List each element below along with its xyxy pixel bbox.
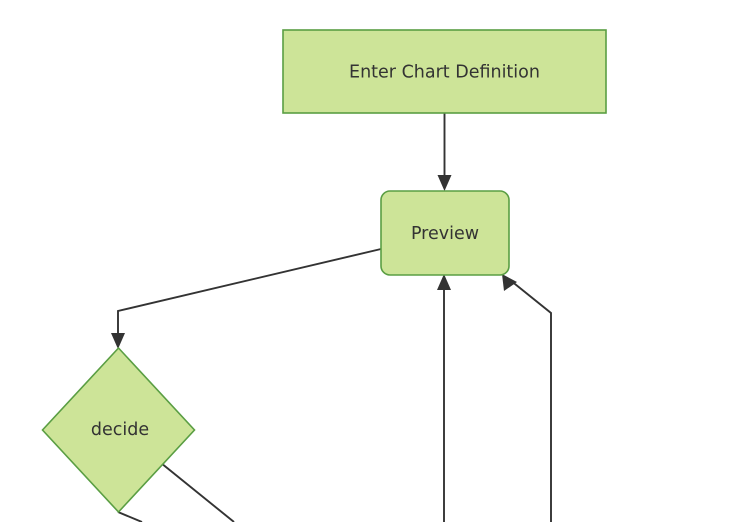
- edge-return-center-to-preview: [437, 274, 451, 522]
- node-preview[interactable]: Preview: [380, 190, 510, 276]
- node-preview-label: Preview: [411, 224, 479, 244]
- node-enter-chart-definition[interactable]: Enter Chart Definition: [282, 29, 607, 114]
- node-layer: Enter Chart Definition Preview decide: [41, 29, 607, 514]
- node-preview-shape[interactable]: [380, 190, 510, 276]
- arrowhead-enter-to-preview: [437, 175, 452, 191]
- node-enter-chart-definition-label: Enter Chart Definition: [349, 63, 540, 83]
- arrowhead-return-right-to-preview: [502, 274, 517, 291]
- node-decide-shape[interactable]: [41, 346, 196, 514]
- node-decide[interactable]: decide: [41, 346, 196, 514]
- edge-line-return-right-to-preview: [509, 279, 552, 522]
- edge-decide-branch-right: [160, 462, 235, 522]
- node-enter-chart-definition-shape[interactable]: [282, 29, 607, 114]
- edge-decide-branch-left: [117, 511, 143, 522]
- edge-layer: [111, 113, 552, 522]
- edge-return-right-to-preview: [502, 274, 552, 522]
- edge-line-decide-branch-left: [117, 511, 143, 522]
- edge-enter-to-preview: [437, 113, 452, 191]
- edge-preview-to-decide: [111, 248, 382, 349]
- arrowhead-return-center-to-preview: [437, 274, 451, 290]
- edge-line-preview-to-decide: [117, 248, 382, 340]
- node-decide-label: decide: [91, 420, 149, 440]
- arrowhead-preview-to-decide: [111, 333, 125, 349]
- edge-line-decide-branch-right: [160, 462, 235, 522]
